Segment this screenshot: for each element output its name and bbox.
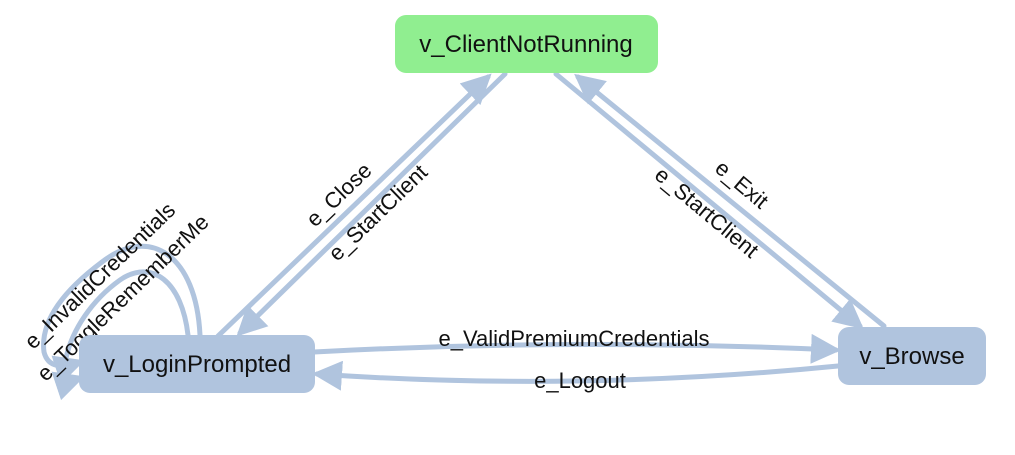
edges [41,71,887,401]
edge-toggle-remember-me[interactable] [51,269,191,401]
edge-invalid-credentials[interactable] [41,243,203,385]
node-label: v_ClientNotRunning [419,31,632,58]
edge-valid-premium-credentials[interactable] [311,333,841,364]
node-browse[interactable]: v_Browse [838,327,986,385]
edge-logout[interactable] [312,360,841,391]
node-box [838,327,986,385]
node-box [395,15,658,73]
edge-start-client-login[interactable] [236,71,508,337]
edge-close[interactable] [215,73,492,339]
edge-exit[interactable] [574,73,887,329]
edge-label-valid-premium-credentials: e_ValidPremiumCredentials [438,326,709,351]
node-label: v_Browse [859,343,964,370]
node-label: v_LoginPrompted [103,351,291,378]
node-client-not-running[interactable]: v_ClientNotRunning [395,15,658,73]
node-login-prompted[interactable]: v_LoginPrompted [79,335,315,393]
edge-label-logout: e_Logout [534,368,626,393]
edge-label-exit: e_Exit [710,155,773,213]
edge-start-client-browse[interactable] [553,71,864,330]
node-box [79,335,315,393]
